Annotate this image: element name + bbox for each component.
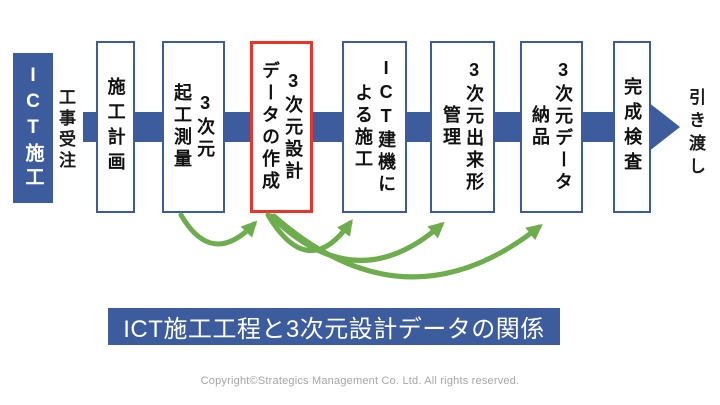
step-text: 管理	[441, 105, 461, 149]
step-text: 納品	[530, 105, 550, 149]
step-text: 起工測量	[172, 83, 192, 171]
step-text: 施工計画	[105, 77, 126, 177]
step-text: データの作成	[260, 61, 280, 193]
arrow-survey-to-design-data	[178, 212, 258, 247]
step-text: ICT建機に	[376, 58, 397, 196]
diagram-title: ICT施工工程と3次元設計データの関係	[123, 316, 545, 343]
arrow-design-data-to-delivery	[271, 213, 543, 280]
step-box-ict-machinery-construction: ICT建機に よる施工	[342, 41, 407, 213]
step-box-3d-initial-survey: 3次元 起工測量	[162, 41, 225, 213]
arrow-design-data-to-machinery	[265, 212, 353, 253]
handover-label: 引き渡し	[686, 88, 705, 180]
start-block-ict-construction: ICT施工	[13, 53, 53, 203]
copyright-text: Copyright©Strategics Management Co. Ltd.…	[200, 375, 520, 387]
start-block-label: ICT施工	[22, 65, 44, 191]
step-box-completion-inspection: 完成検査	[613, 41, 651, 213]
process-flow-arrowhead-icon	[648, 102, 680, 152]
step-text: 3次元出来形	[464, 60, 485, 194]
step-text: 完成検査	[622, 77, 643, 177]
step-text: 3次元データ	[553, 60, 574, 194]
step-text: 3次元設計	[283, 71, 304, 183]
step-box-3d-design-data-creation-highlighted: 3次元設計 データの作成	[250, 41, 313, 213]
step-text: よる施工	[353, 83, 373, 171]
arrow-design-data-to-as-built	[268, 213, 445, 263]
title-banner: ICT施工工程と3次元設計データの関係	[108, 308, 560, 345]
step-box-3d-data-delivery: 3次元データ 納品	[520, 41, 583, 213]
step-box-construction-planning: 施工計画	[96, 41, 135, 213]
step-text: 3次元	[195, 93, 216, 161]
step-box-3d-as-built-management: 3次元出来形 管理	[430, 41, 495, 213]
order-received-label: 工事受注	[56, 88, 75, 172]
